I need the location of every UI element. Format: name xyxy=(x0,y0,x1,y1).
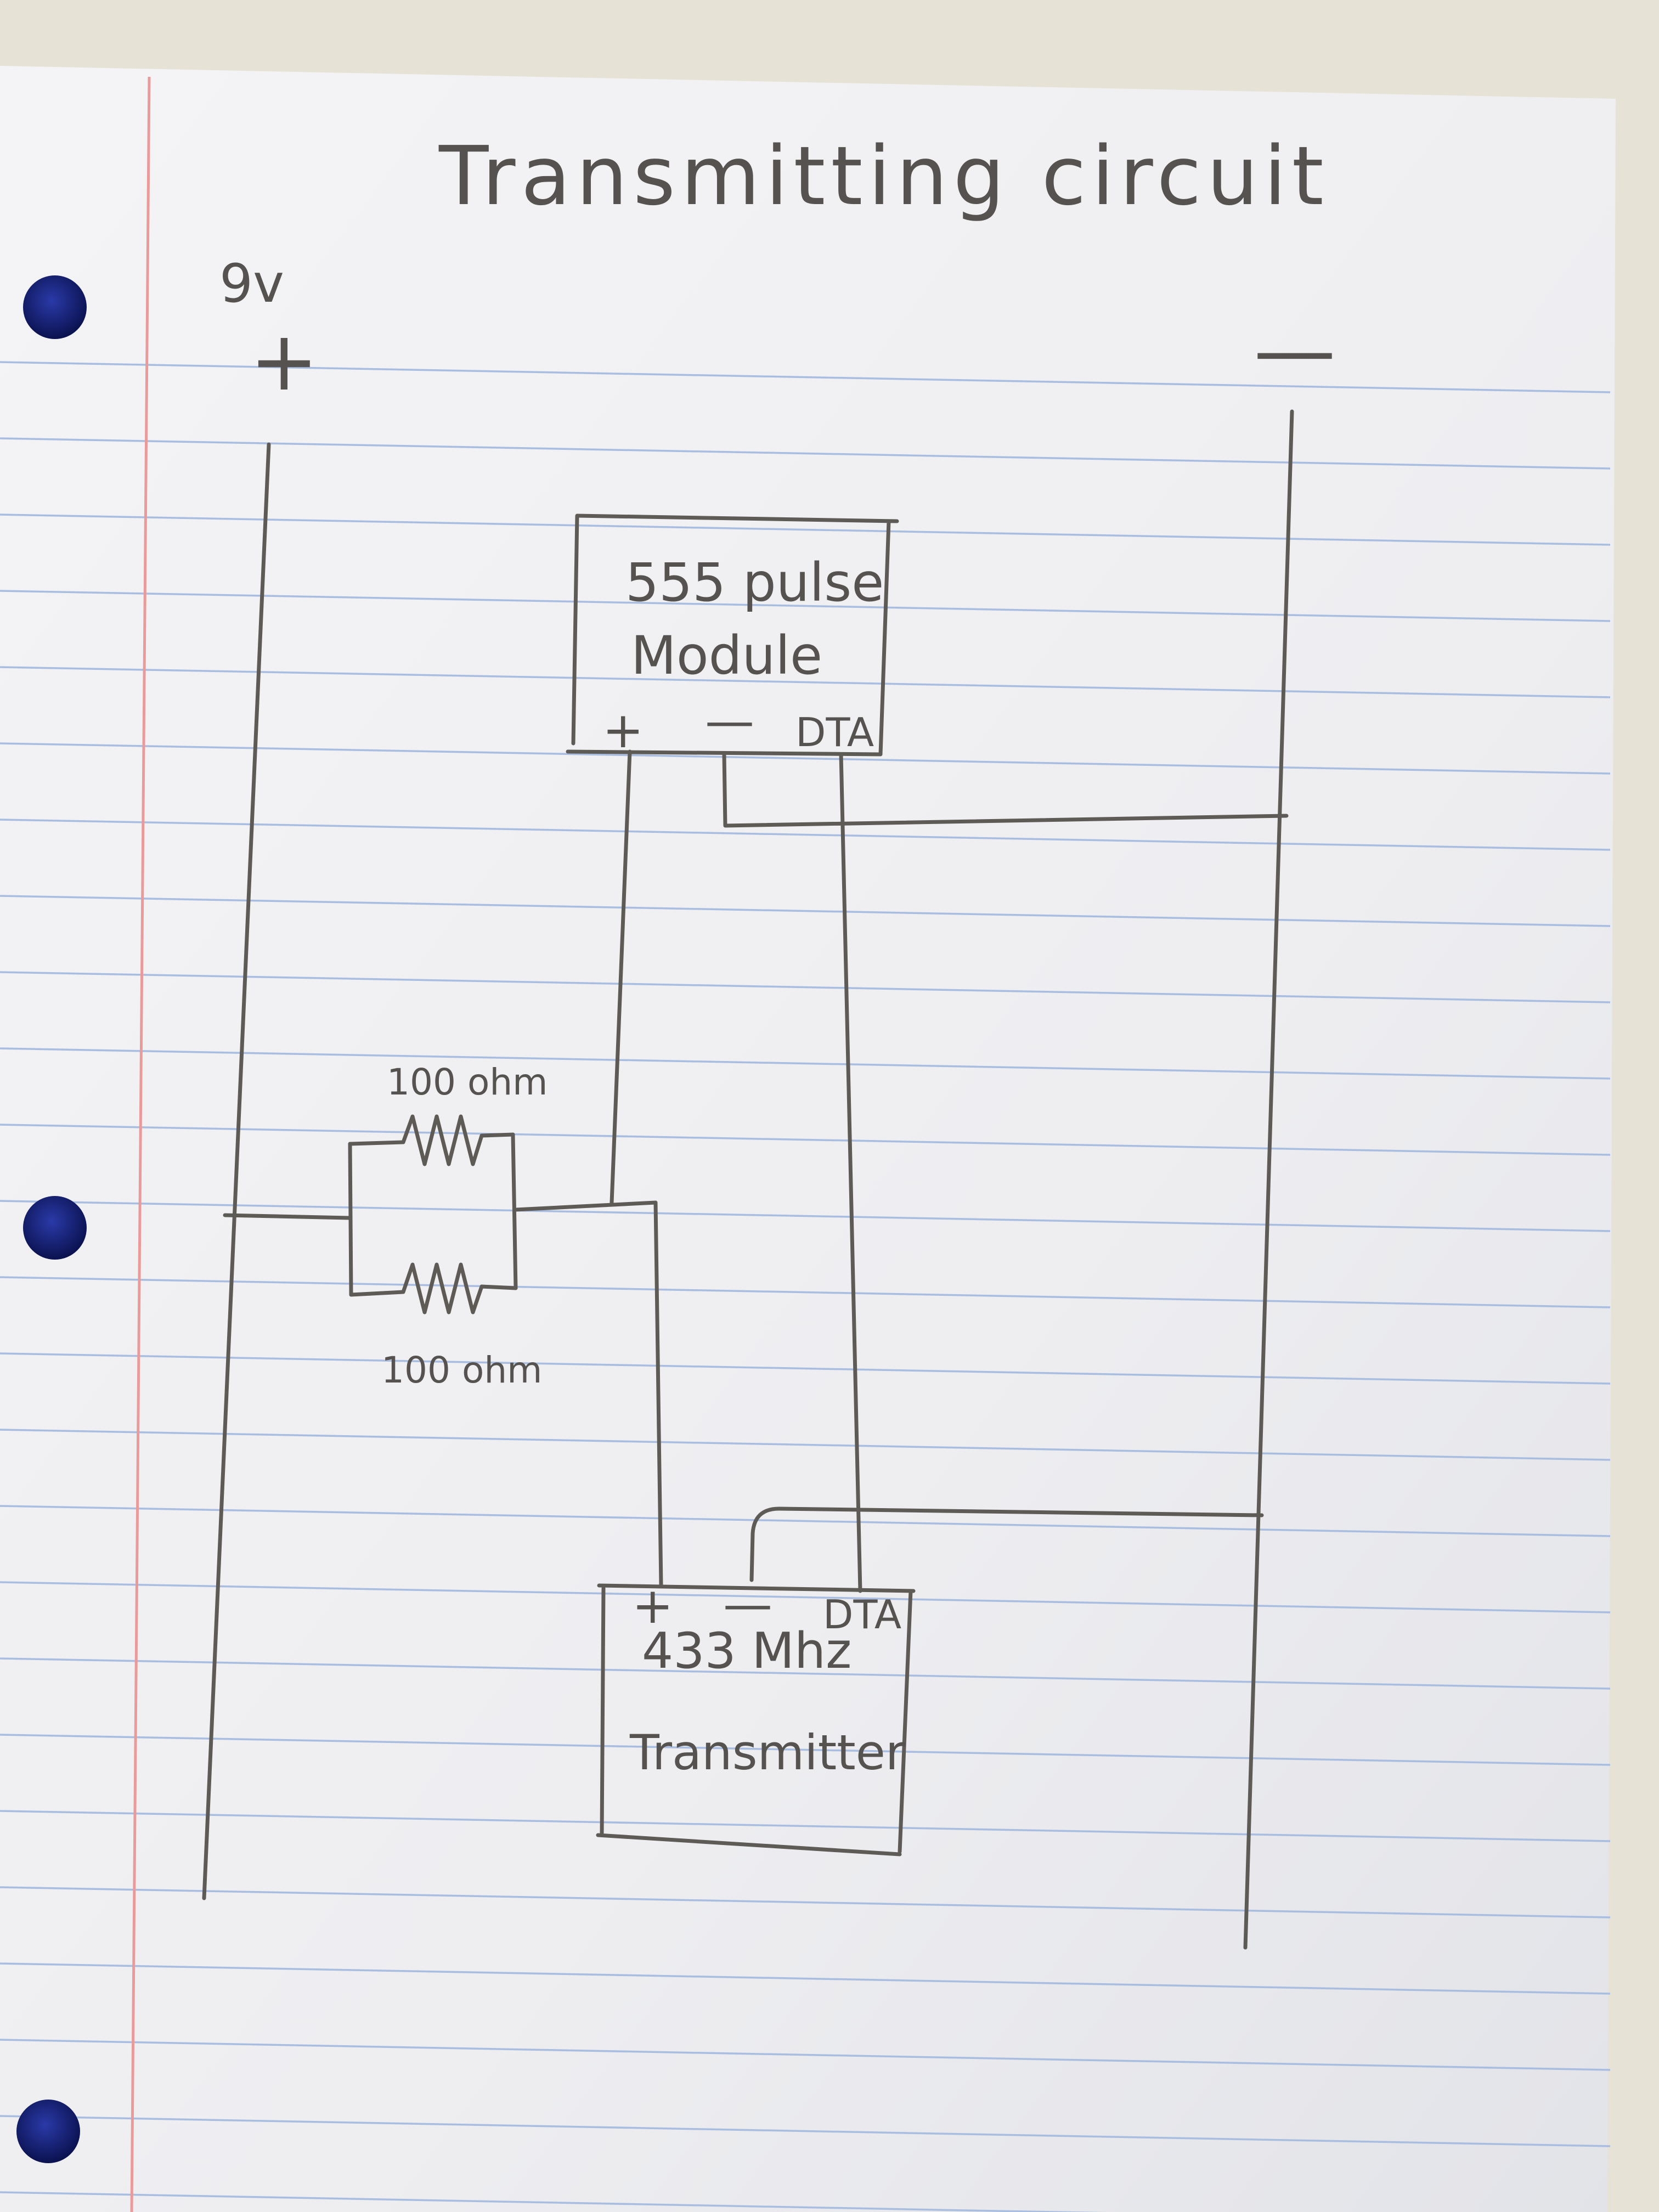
pulse-module-pin-data: DTA xyxy=(795,709,874,755)
pulse-module-box xyxy=(566,514,899,757)
pulse-module-label-line2: Module xyxy=(631,625,822,686)
ruled-line xyxy=(0,1886,1611,1918)
transmitter-box xyxy=(596,1583,916,1857)
ruled-line xyxy=(0,2039,1611,2071)
ruled-line xyxy=(0,742,1611,775)
ruled-line xyxy=(0,1352,1611,1385)
battery-positive-symbol: + xyxy=(250,314,319,409)
ruled-line xyxy=(0,361,1611,393)
resistor-network: 100 ohm 100 ohm xyxy=(223,1061,658,1391)
pulse-module-pin-positive: + xyxy=(602,702,644,759)
ruled-line xyxy=(0,590,1611,622)
transmitter-pin-data: DTA xyxy=(823,1592,901,1638)
resistor-top-label: 100 ohm xyxy=(387,1061,548,1103)
ruled-line xyxy=(0,1429,1611,1461)
ruled-line xyxy=(0,1657,1611,1690)
pulse-module-label-line1: 555 pulse xyxy=(625,552,884,613)
positive-rail xyxy=(202,442,271,1900)
ruled-line xyxy=(0,2115,1611,2147)
transmitter-positive-wire xyxy=(653,1200,663,1588)
module-positive-wire xyxy=(610,749,632,1205)
margin-line xyxy=(130,76,151,2212)
binder-hole-top xyxy=(23,275,87,339)
ruled-line xyxy=(0,666,1611,698)
resistor-bottom xyxy=(349,1262,518,1314)
ruled-line xyxy=(0,1276,1611,1308)
binder-holes xyxy=(16,275,87,2163)
ruled-line xyxy=(0,514,1611,546)
ruled-line xyxy=(0,819,1611,851)
binder-hole-middle xyxy=(23,1196,87,1260)
ruled-line xyxy=(0,1810,1611,1842)
transmitter-label-line2: Transmitter xyxy=(629,1724,906,1781)
module-ground-wire xyxy=(722,752,1289,828)
battery-voltage-label: 9v xyxy=(219,253,284,314)
transmitter-pin-negative: — xyxy=(723,1576,772,1633)
ruled-line xyxy=(0,1047,1611,1080)
ruled-line xyxy=(0,895,1611,927)
binder-hole-bottom xyxy=(16,2100,80,2163)
resistor-right-bus xyxy=(511,1132,518,1290)
ruled-line xyxy=(0,971,1611,1003)
resistors-to-supply-wire xyxy=(514,1200,658,1212)
data-wire xyxy=(839,752,862,1593)
battery-negative-symbol: — xyxy=(1254,303,1336,398)
ruled-line xyxy=(0,1581,1611,1613)
ruled-line xyxy=(0,1124,1611,1156)
ruled-line xyxy=(0,1962,1611,1995)
resistor-top xyxy=(348,1114,515,1166)
negative-rail xyxy=(1243,409,1294,1950)
ruled-line xyxy=(0,2191,1105,2212)
transmitter-pin-positive: + xyxy=(632,1577,673,1635)
ruled-lines xyxy=(0,361,1611,2212)
resistor-bottom-label: 100 ohm xyxy=(381,1349,542,1391)
transmitter-ground-wire xyxy=(749,1506,1264,1582)
resistor-left-bus xyxy=(348,1142,353,1297)
pulse-module: 555 pulse Module + — DTA xyxy=(566,514,899,759)
transmitter-module: + — DTA 433 Mhz Transmitter xyxy=(596,1576,916,1857)
pulse-module-pin-negative: — xyxy=(705,692,754,750)
ruled-line xyxy=(0,1200,1611,1232)
ruled-line xyxy=(0,1505,1611,1537)
ruled-line xyxy=(0,1734,1611,1766)
rail-to-resistors-wire xyxy=(223,1213,352,1220)
diagram-title: Transmitting circuit xyxy=(438,129,1329,223)
transmitter-label-line1: 433 Mhz xyxy=(642,1622,851,1680)
